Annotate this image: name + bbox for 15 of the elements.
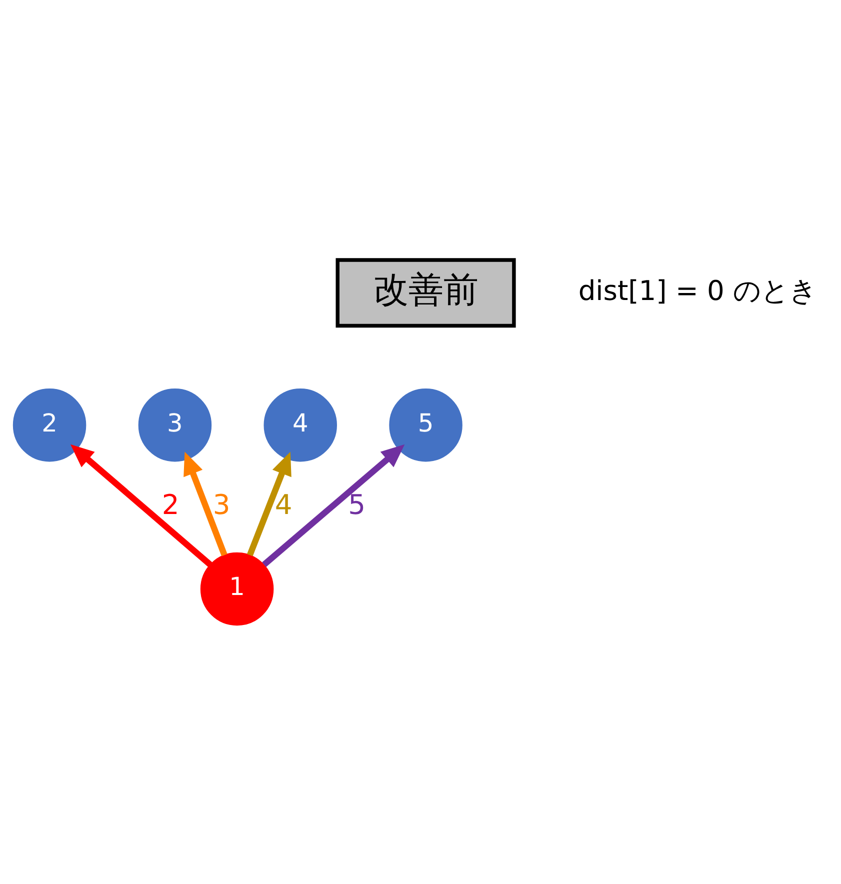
node-circle: 1 <box>200 552 274 626</box>
label: dist[1] = 0 のとき <box>578 275 818 306</box>
node-box: 改善前 <box>336 258 516 328</box>
edge-label: 2 <box>162 490 180 521</box>
edge-label: 3 <box>212 490 230 521</box>
edge-label: 4 <box>274 490 292 521</box>
node-circle: 3 <box>138 388 212 462</box>
arrow <box>70 444 212 566</box>
arrow <box>262 444 405 566</box>
arrow <box>246 451 292 556</box>
edge-label: 5 <box>348 490 366 521</box>
arrow <box>184 451 228 556</box>
node-circle: 5 <box>389 388 462 462</box>
node-circle: 2 <box>12 388 86 462</box>
node-circle: 4 <box>264 388 337 462</box>
